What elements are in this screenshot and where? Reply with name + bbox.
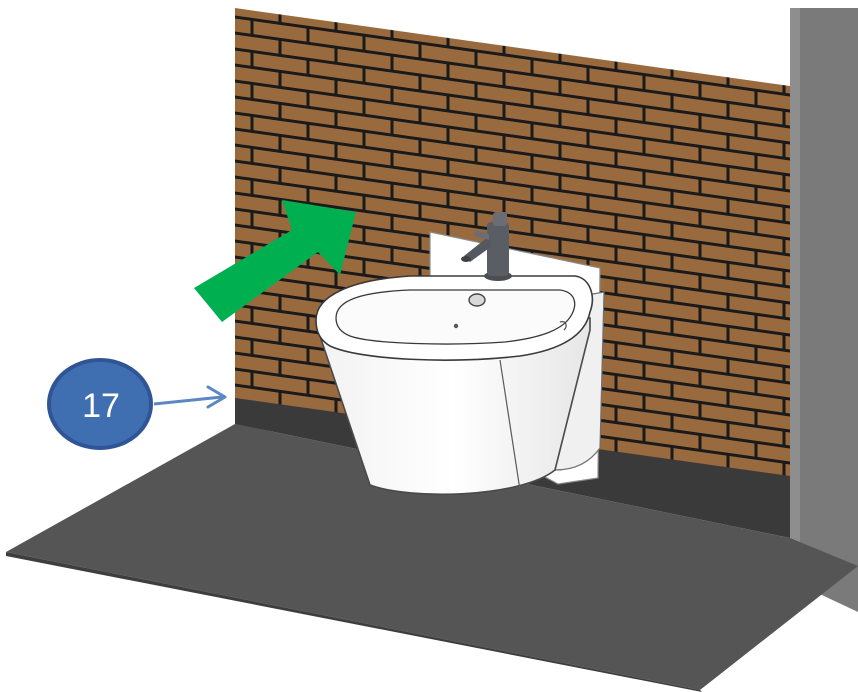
- side-wall: [790, 8, 858, 612]
- drain-icon: [454, 324, 458, 328]
- overflow-hole-icon: [469, 294, 485, 306]
- side-wall-edge: [790, 8, 800, 584]
- callout-number: 17: [82, 387, 120, 425]
- callout-17: 17: [49, 360, 225, 448]
- callout-leader-arrow: [154, 397, 222, 404]
- bidet-basin: [336, 290, 575, 344]
